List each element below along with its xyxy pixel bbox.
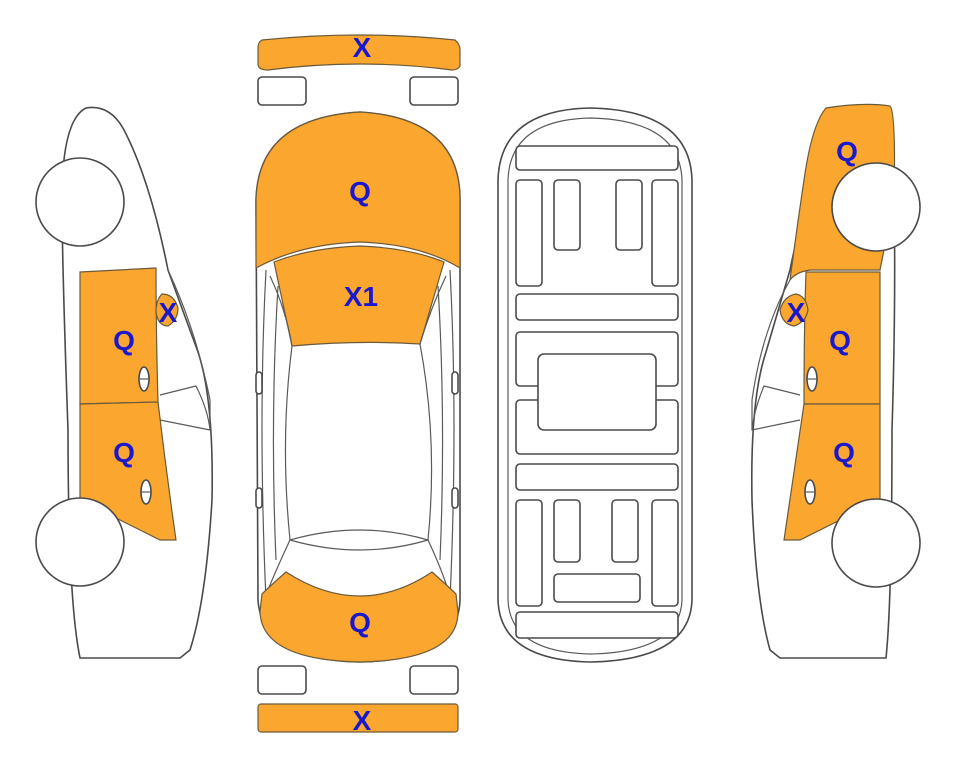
left-mirror-label: X bbox=[159, 297, 178, 328]
under-part bbox=[553, 573, 641, 603]
right-rear-door-label: Q bbox=[833, 437, 855, 468]
left-rear-wheel bbox=[35, 497, 125, 587]
right-front-door-label: Q bbox=[829, 325, 851, 356]
left-front-wheel bbox=[35, 157, 125, 247]
underbody-inner bbox=[507, 117, 683, 655]
left-front-handle-icon bbox=[138, 366, 150, 392]
underbody-view bbox=[497, 107, 693, 663]
under-part bbox=[553, 499, 581, 563]
trunk-label: Q bbox=[349, 607, 371, 638]
left-side-view bbox=[35, 106, 214, 659]
top-view bbox=[255, 34, 461, 733]
left-mirror-panel[interactable] bbox=[155, 293, 179, 327]
right-front-fender-label: Q bbox=[836, 136, 858, 167]
damage-labels: X Q X1 Q X X Q Q Q X Q Q bbox=[113, 32, 858, 736]
left-body-contour bbox=[261, 269, 293, 601]
under-part bbox=[553, 179, 581, 251]
hood-panel[interactable] bbox=[255, 111, 461, 270]
under-part bbox=[515, 145, 679, 171]
left-rear-door-label: Q bbox=[113, 437, 135, 468]
windshield-panel[interactable] bbox=[273, 245, 445, 347]
right-mirror-panel[interactable] bbox=[779, 293, 809, 327]
windshield-label: X1 bbox=[344, 281, 378, 312]
right-window-line bbox=[751, 279, 801, 431]
right-body-contour bbox=[419, 269, 455, 601]
front-bumper-panel[interactable] bbox=[257, 34, 461, 71]
right-front-handle-icon bbox=[806, 366, 818, 392]
hood-label: Q bbox=[349, 176, 371, 207]
under-part bbox=[611, 499, 639, 563]
rear-left-tab bbox=[257, 665, 307, 695]
under-part bbox=[515, 463, 679, 491]
center-tunnel-plate bbox=[537, 353, 657, 431]
left-front-door-label: Q bbox=[113, 325, 135, 356]
front-bumper-label: X bbox=[353, 32, 372, 63]
under-part bbox=[615, 179, 643, 251]
right-handle-top bbox=[451, 487, 459, 509]
front-right-tab bbox=[409, 76, 459, 106]
right-rear-wheel bbox=[831, 498, 921, 588]
rear-bumper-label: X bbox=[353, 705, 372, 736]
under-part bbox=[515, 179, 543, 287]
right-rear-handle-icon bbox=[804, 479, 816, 505]
left-mirror-top bbox=[255, 371, 263, 395]
rear-bumper-panel[interactable] bbox=[257, 703, 459, 733]
right-mirror-top bbox=[451, 371, 459, 395]
right-front-wheel bbox=[831, 162, 921, 252]
left-handle-top bbox=[255, 487, 263, 509]
front-left-tab bbox=[257, 76, 307, 106]
roof-outline bbox=[284, 343, 433, 541]
right-side-view bbox=[750, 103, 921, 659]
under-part bbox=[515, 499, 543, 607]
rear-right-tab bbox=[409, 665, 459, 695]
trunk-panel[interactable] bbox=[259, 571, 459, 663]
under-part bbox=[515, 293, 679, 321]
left-rear-handle-icon bbox=[140, 479, 152, 505]
under-part bbox=[651, 499, 679, 607]
under-part bbox=[515, 611, 679, 639]
left-window-line bbox=[159, 269, 211, 431]
under-part bbox=[651, 179, 679, 287]
right-mirror-label: X bbox=[787, 297, 806, 328]
